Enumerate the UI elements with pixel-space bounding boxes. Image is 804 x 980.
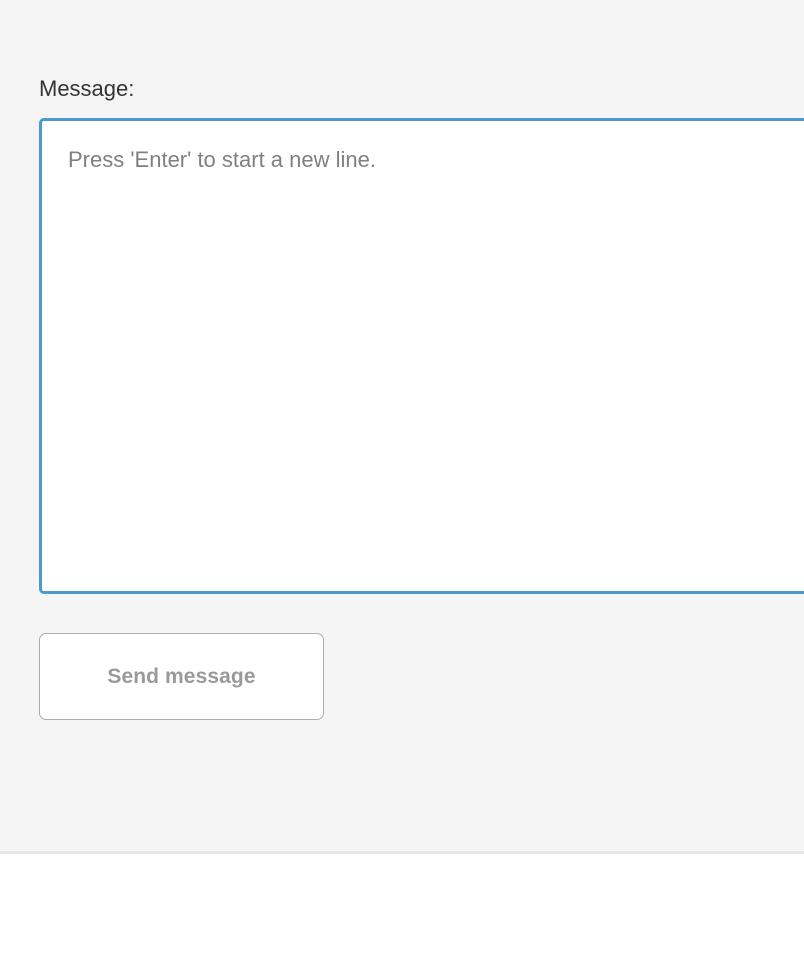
send-message-button-label: Send message (107, 664, 256, 688)
lower-blank-area (0, 854, 804, 980)
message-input[interactable] (39, 118, 804, 594)
message-label: Message: (39, 76, 135, 101)
compose-panel: Message: Send message (39, 76, 804, 720)
panel-divider (0, 851, 804, 854)
send-message-button[interactable]: Send message (39, 633, 324, 720)
